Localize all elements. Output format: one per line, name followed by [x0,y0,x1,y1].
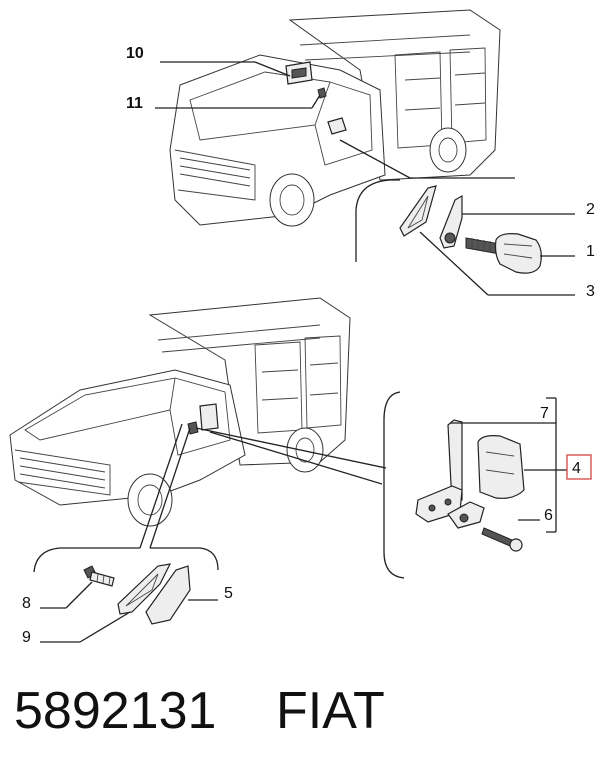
van-illustration-top [169,9,501,227]
callout-11: 11 [126,95,143,112]
callout-10: 10 [126,45,144,62]
mirror-parts-top [399,185,542,274]
highlight-box [566,454,592,480]
callout-8: 8 [22,595,31,612]
mirror-assembly-right [415,419,525,552]
leader-lines-bottom [40,397,567,643]
callout-4: 4 [572,460,581,477]
detail-frame-left [33,547,219,573]
callout-2: 2 [586,201,595,218]
callout-6: 6 [544,507,553,524]
callout-9: 9 [22,629,31,646]
detail-frame-top [355,179,400,262]
callout-7: 7 [540,405,549,422]
brand-name: FIAT [276,682,385,740]
detail-frame-right [383,391,405,579]
part-number: 5892131 [14,682,216,740]
van-illustration-bottom [9,297,351,527]
mirror-parts-bottom-left [83,563,191,625]
callout-3: 3 [586,283,595,300]
leader-lines-top [155,61,575,296]
callout-5: 5 [224,585,233,602]
callout-1: 1 [586,243,595,260]
